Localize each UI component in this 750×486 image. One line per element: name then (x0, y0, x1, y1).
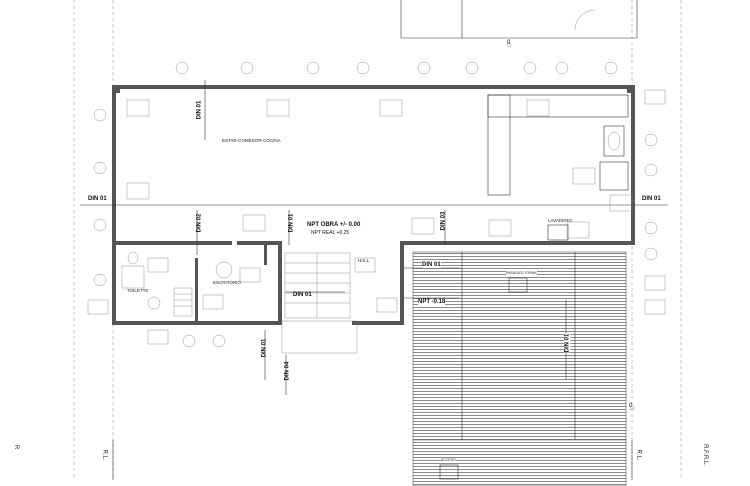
top-window-tags (93, 61, 658, 348)
level-npt-real: NPT REAL +0.25 (311, 230, 350, 236)
label-living-kitchen: ESTAR-COMEDOR-COCINA (222, 138, 281, 143)
label-parking: PASADIZO TORNA (506, 271, 537, 275)
section-din01-right: DIN 01 (642, 196, 661, 202)
label-toilet: TOILETTE (127, 288, 149, 293)
north-marker: 0 (507, 40, 511, 46)
boundary-rfl: R.F.R.L. (701, 444, 708, 466)
section-din01-stair: DIN 01 (293, 292, 312, 298)
label-office: ESCRITORIO (213, 280, 241, 285)
garage-marker: 0 (629, 403, 633, 409)
section-din01-hall: DIN 01 (422, 262, 441, 268)
section-din01-vertical-top: DIN 01 (196, 100, 203, 120)
boundary-r: R (13, 444, 20, 450)
label-laundry: LAVADERO (548, 218, 572, 223)
section-din01-vertical-low: DIN 01 (261, 338, 268, 358)
boundary-rl-right: R.L. (635, 449, 642, 461)
label-hall: HALL (358, 258, 370, 263)
garage-hatch (412, 251, 627, 486)
level-npt-low: NPT -0.18 (418, 299, 446, 305)
section-din01-vertical-mid: DIN 01 (288, 213, 295, 233)
boundary-ticks (112, 42, 635, 480)
boundary-rl-left: R.L. (101, 449, 108, 461)
toilet-fixtures (121, 251, 233, 310)
outlet-tags (87, 89, 666, 345)
label-access: ACCESO (441, 458, 456, 462)
section-din01-vertical-garage: DIN 01 (564, 333, 571, 353)
section-din01-left: DIN 01 (88, 196, 107, 202)
level-npt-obra: NPT OBRA +/- 0.00 (307, 222, 361, 228)
kitchen-counter (487, 94, 629, 241)
section-din02-vertical: DIN 02 (196, 213, 203, 233)
stairs (173, 252, 358, 354)
section-din04-vertical: DIN 04 (284, 361, 291, 381)
section-din03-vertical: DIN 03 (440, 211, 447, 231)
